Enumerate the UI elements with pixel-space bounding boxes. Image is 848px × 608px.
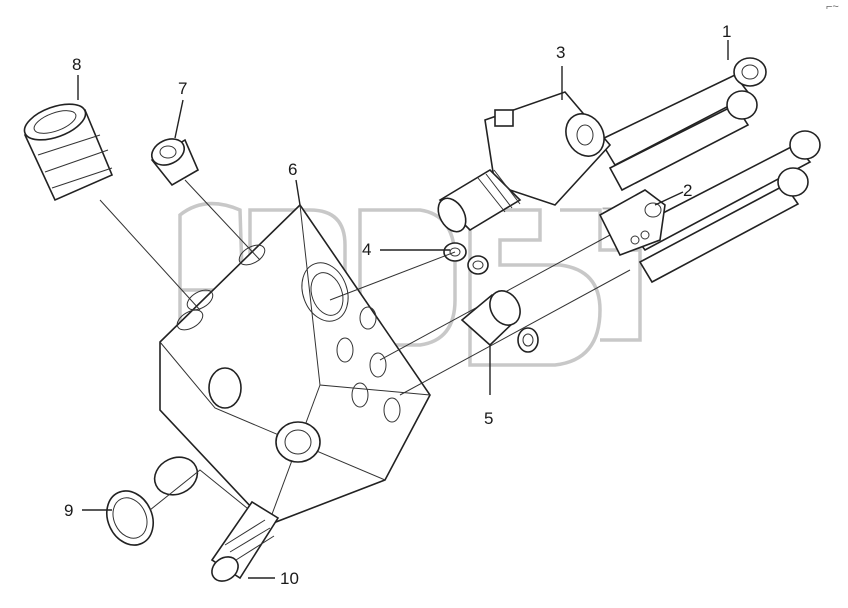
callout-1: 1	[722, 22, 731, 41]
leader-7	[174, 99, 184, 139]
callout-2: 2	[683, 181, 692, 200]
part-10-fitting	[210, 421, 321, 582]
callout-7: 7	[178, 79, 187, 98]
callout-3: 3	[556, 43, 565, 62]
part-8-fitting	[23, 103, 201, 311]
part-1-bolts	[379, 57, 821, 396]
part-5-fitting	[460, 290, 539, 353]
callout-10: 10	[280, 569, 299, 588]
callout-5: 5	[484, 409, 493, 428]
part-2-connector	[598, 189, 666, 257]
leader-lines	[77, 40, 729, 579]
callout-8: 8	[72, 55, 81, 74]
callout-9: 9	[64, 501, 73, 520]
leader-2	[654, 191, 684, 206]
part-7-plug	[150, 138, 261, 261]
leader-6	[295, 179, 301, 206]
part-4-seals	[329, 242, 489, 301]
callout-6: 6	[288, 160, 297, 179]
part-3-solenoid-valve	[437, 91, 612, 233]
manifold-block	[159, 203, 431, 526]
part-9-seal-plug	[106, 367, 269, 546]
corner-mark: ⌐~	[826, 1, 839, 13]
callout-4: 4	[362, 240, 371, 259]
